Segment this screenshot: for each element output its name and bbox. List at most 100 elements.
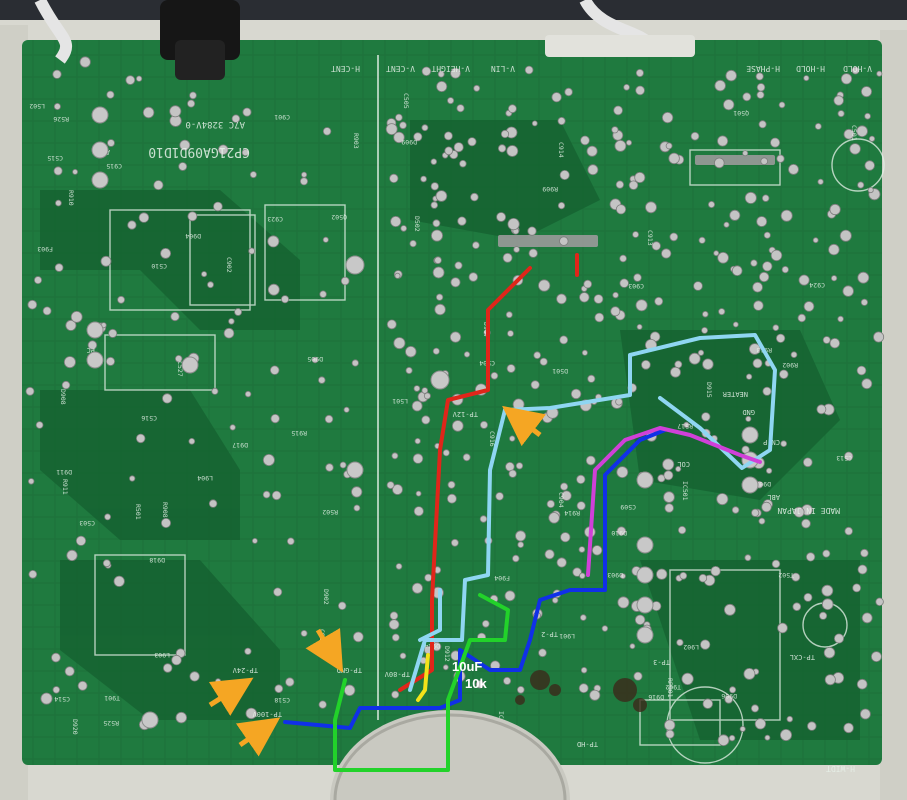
solder-pad (819, 611, 828, 620)
solder-pad (698, 236, 706, 244)
pot-label: V-CENT (386, 64, 415, 73)
solder-pad (580, 667, 588, 674)
solder-pad (616, 526, 627, 536)
test-point-label: TP-HD (577, 740, 598, 748)
solder-pad (399, 121, 407, 130)
pot-label: H-WIDT (826, 764, 855, 773)
solder-pad (413, 506, 424, 517)
solder-pad (52, 69, 62, 79)
solder-pad (432, 266, 445, 279)
solder-pad (517, 541, 524, 548)
solder-pad (559, 169, 570, 180)
solder-pad (507, 218, 520, 231)
solder-pad (533, 351, 541, 360)
solder-pad (472, 241, 480, 250)
solder-pad (693, 281, 703, 291)
solder-pad (34, 276, 43, 285)
component-label: D906 (721, 692, 737, 700)
solder-pad (867, 187, 874, 194)
solder-pad (828, 243, 840, 256)
solder-pad (435, 293, 444, 301)
solder-pad (351, 359, 359, 367)
solder-pad (839, 229, 852, 242)
component-label: D920 (71, 719, 79, 735)
solder-pad (208, 499, 218, 508)
solder-pad (791, 572, 801, 582)
solder-pad (861, 378, 873, 390)
solder-pad (851, 66, 860, 75)
solder-pad (170, 311, 180, 322)
solder-pad (538, 648, 547, 658)
solder-pad (430, 229, 443, 242)
solder-pad (411, 400, 423, 412)
solder-pad (714, 79, 726, 92)
solder-pad (742, 150, 749, 157)
component-label: C518 (274, 696, 290, 704)
solder-pad (701, 326, 708, 334)
solder-pad (852, 583, 862, 593)
solder-pad (515, 462, 524, 470)
component-label: D905 (307, 355, 323, 363)
solder-pad (844, 451, 854, 461)
solder-pad (849, 143, 861, 155)
solder-pad (273, 587, 283, 597)
solder-pad (412, 453, 424, 464)
solder-pad (229, 424, 236, 431)
solder-pad (728, 734, 736, 742)
solder-pad (244, 647, 252, 655)
solder-pad (688, 352, 701, 365)
solder-pad (411, 582, 423, 594)
resistor-note: 10k (465, 676, 487, 691)
solder-pad (311, 356, 319, 364)
wire-blue (283, 428, 667, 730)
component-label: T902 (665, 683, 681, 691)
solder-pad (752, 281, 763, 293)
component-label: D910 (611, 529, 627, 537)
solder-pad (430, 158, 437, 165)
solder-pad (409, 240, 417, 248)
solder-pad (864, 160, 875, 171)
solder-pad (664, 503, 674, 513)
solder-pad (386, 481, 395, 490)
solder-pad (189, 91, 197, 100)
solder-pad (228, 318, 235, 325)
solder-pad (421, 124, 429, 132)
solder-pad (413, 132, 423, 142)
solder-pad (612, 291, 619, 299)
solder-pad (701, 412, 711, 422)
component-label: D916 (648, 693, 664, 701)
solder-pad (490, 371, 499, 380)
solder-pad (762, 261, 773, 272)
solder-pad (756, 83, 766, 92)
component-label: C503 (79, 519, 95, 527)
solder-pad (343, 406, 350, 413)
solder-pad (391, 452, 399, 460)
solder-pad (443, 131, 453, 141)
solder-pad (538, 279, 551, 292)
component-label: R902 (782, 361, 798, 369)
solder-pad (842, 285, 854, 297)
solder-pad (613, 105, 623, 116)
solder-pad (579, 292, 590, 303)
solder-pad (610, 306, 621, 317)
pot-label: H-CENT (331, 64, 360, 73)
component-label: L501 (392, 397, 408, 405)
solder-pad (676, 638, 684, 647)
solder-pad (829, 338, 841, 349)
solder-pad (763, 231, 771, 239)
solder-pad (479, 420, 488, 429)
component-label: L903 (154, 651, 170, 659)
solder-pad (822, 336, 831, 344)
component-label: D911 (56, 468, 72, 476)
solder-pad (792, 602, 802, 611)
solder-pad (587, 164, 599, 176)
solder-pad (504, 590, 516, 602)
solder-pad (262, 453, 275, 466)
solder-pad (758, 517, 766, 525)
solder-pad (508, 469, 517, 478)
solder-pad (793, 506, 805, 518)
solder-pad (578, 683, 589, 694)
solder-pad (822, 549, 831, 558)
solder-pad (679, 571, 688, 580)
solder-pad (63, 356, 76, 369)
